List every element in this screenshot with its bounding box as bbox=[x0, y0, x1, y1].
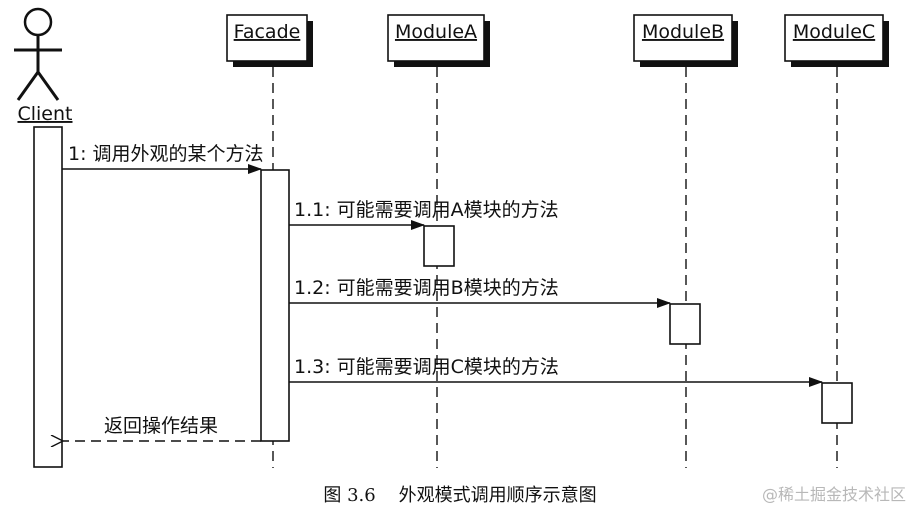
client-actor: Client bbox=[14, 7, 73, 125]
message-1-1: 1.1: 可能需要调用A模块的方法 bbox=[289, 199, 559, 230]
watermark-text: @稀土掘金技术社区 bbox=[762, 485, 906, 504]
object-name: ModuleB bbox=[642, 21, 724, 43]
object-module-b: ModuleB bbox=[633, 14, 738, 67]
message-label: 1.2: 可能需要调用B模块的方法 bbox=[294, 277, 559, 299]
message-1: 1: 调用外观的某个方法 bbox=[62, 143, 264, 174]
facade-activation-bar bbox=[260, 169, 290, 442]
object-box bbox=[226, 14, 308, 62]
module-c-activation-bar bbox=[821, 382, 853, 424]
actor-name: Client bbox=[17, 103, 72, 125]
actor-left-leg bbox=[16, 71, 40, 101]
object-box bbox=[387, 14, 485, 62]
message-1-3: 1.3: 可能需要调用C模块的方法 bbox=[289, 356, 823, 387]
object-facade: Facade bbox=[226, 14, 313, 67]
actor-right-leg bbox=[36, 71, 60, 101]
message-label: 1: 调用外观的某个方法 bbox=[68, 143, 264, 165]
client-activation-bar bbox=[33, 126, 63, 468]
message-1-2: 1.2: 可能需要调用B模块的方法 bbox=[289, 277, 671, 308]
object-name: ModuleA bbox=[395, 21, 477, 43]
figure-caption: 图 3.6 外观模式调用顺序示意图 bbox=[323, 485, 596, 506]
object-box bbox=[784, 14, 884, 62]
message-label: 1.3: 可能需要调用C模块的方法 bbox=[294, 356, 559, 378]
module-b-activation-bar bbox=[669, 303, 701, 345]
object-module-a: ModuleA bbox=[387, 14, 490, 67]
object-box bbox=[633, 14, 733, 62]
module-a-activation-bar bbox=[423, 225, 455, 267]
object-name: Facade bbox=[234, 21, 301, 43]
return-label: 返回操作结果 bbox=[104, 415, 218, 437]
message-return: 返回操作结果 bbox=[63, 415, 261, 441]
object-name: ModuleC bbox=[793, 21, 875, 43]
message-label: 1.1: 可能需要调用A模块的方法 bbox=[294, 199, 559, 221]
actor-head-icon bbox=[23, 7, 53, 37]
object-module-c: ModuleC bbox=[784, 14, 889, 67]
